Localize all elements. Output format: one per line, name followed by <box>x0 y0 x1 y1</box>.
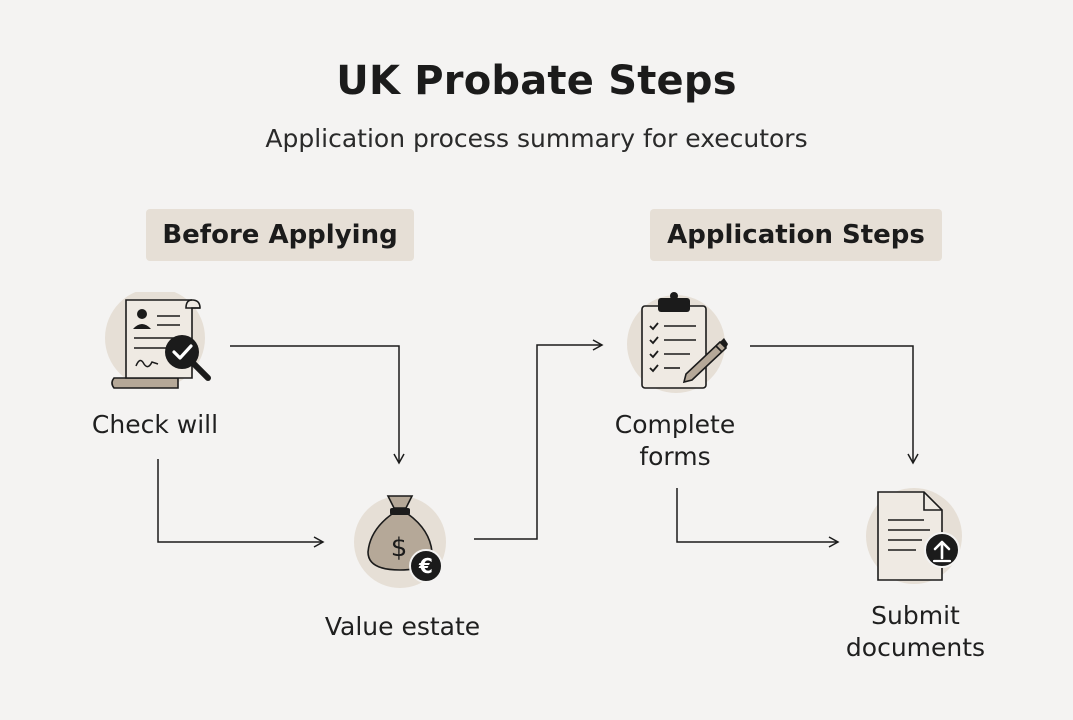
clipboard-pencil-icon <box>627 292 728 393</box>
will-document-check-icon <box>105 292 211 389</box>
connector-complete-forms-to-submit-top <box>750 345 919 465</box>
step-label-complete-forms: Complete forms <box>570 409 780 473</box>
svg-text:€: € <box>418 554 433 578</box>
step-label-submit-documents: Submit documents <box>808 600 1023 664</box>
step-label-check-will: Check will <box>91 410 219 439</box>
step-label-complete-forms-line2: forms <box>639 442 711 471</box>
page-title: UK Probate Steps <box>336 58 737 104</box>
page-subtitle: Application process summary for executor… <box>265 124 808 153</box>
step-label-submit-documents-line1: Submit <box>871 601 960 630</box>
step-label-submit-documents-line2: documents <box>845 633 986 662</box>
section-label-application-steps: Application Steps <box>650 209 942 261</box>
connector-complete-forms-to-submit-bottom <box>676 488 840 548</box>
connector-check-will-to-value-estate-bottom <box>157 459 325 548</box>
step-label-value-estate: Value estate <box>324 612 481 641</box>
money-bag-euro-icon: $ € <box>354 495 446 588</box>
svg-text:$: $ <box>391 533 408 563</box>
step-label-complete-forms-line1: Complete <box>614 410 736 439</box>
document-upload-icon <box>866 488 962 584</box>
section-label-before-applying: Before Applying <box>146 209 414 261</box>
connector-value-estate-to-complete-forms <box>474 339 604 540</box>
connector-check-will-to-value-estate-top <box>230 345 405 465</box>
